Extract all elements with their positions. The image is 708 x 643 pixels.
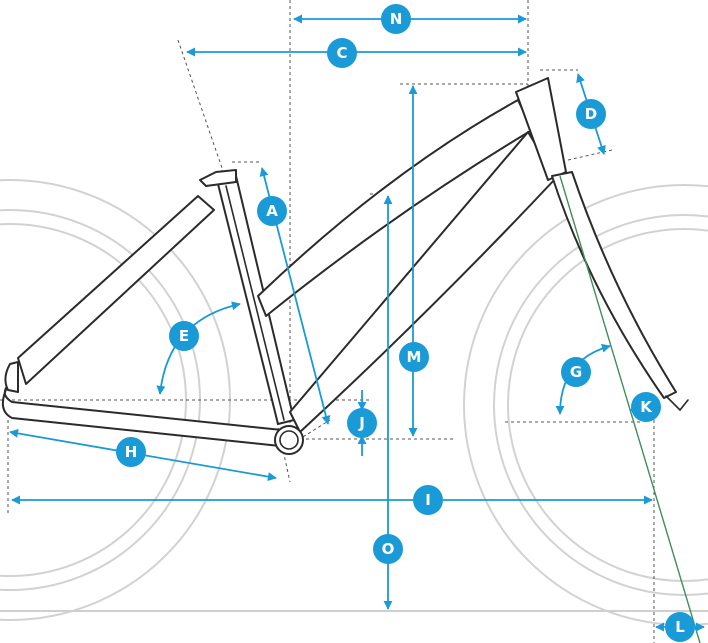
label-e-text: E [179,327,189,345]
label-g-text: G [570,363,582,381]
label-badge-d: D [576,99,606,129]
label-l-text: L [675,618,685,636]
label-badge-j: J [347,408,377,438]
label-h-text: H [125,443,138,461]
label-badge-c: C [327,38,357,68]
label-j-text: J [358,414,365,432]
label-badge-l: L [665,612,695,642]
label-i-text: I [425,491,431,509]
label-m-text: M [407,348,422,366]
label-k-text: K [640,398,653,416]
label-badge-m: M [399,342,429,372]
label-badge-n: N [381,4,411,34]
label-badge-g: G [561,357,591,387]
label-d-text: D [585,105,597,123]
label-o-text: O [382,540,395,558]
label-badge-i: I [413,485,443,515]
label-badge-o: O [373,534,403,564]
label-badge-k: K [631,392,661,422]
label-n-text: N [390,10,403,28]
bike-frame [1,77,689,455]
dimension-labels: N C D A E M G K [116,4,695,642]
label-badge-e: E [169,321,199,351]
label-a-text: A [266,202,278,220]
label-badge-a: A [257,196,287,226]
label-badge-h: H [116,437,146,467]
label-c-text: C [336,44,347,62]
